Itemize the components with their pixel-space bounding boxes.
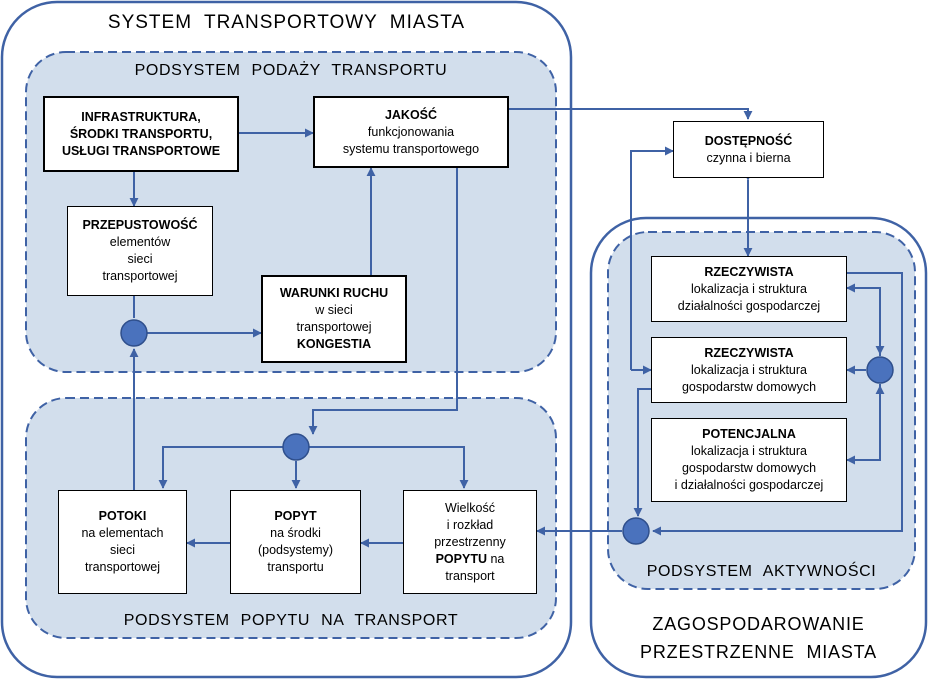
supply-junction-node [120, 319, 148, 347]
arrow-quality-accessibility [509, 108, 753, 120]
volume-line4: POPYTU na [436, 551, 505, 568]
congestion-label: KONGESTIA [296, 337, 372, 351]
demand-box: POPYT na środki (podsystemy) transportu [230, 490, 361, 594]
arrow-loop-accessibility [630, 146, 674, 370]
flows-line2: sieci [109, 543, 135, 557]
capacity-heading: PRZEPUSTOWOŚĆ [82, 218, 198, 232]
real-business-location-box: RZECZYWISTA lokalizacja i struktura dzia… [651, 256, 847, 322]
traffic-conditions-box: WARUNKI RUCHU w sieci transportowej KONG… [261, 275, 407, 363]
capacity-line3: transportowej [102, 269, 178, 283]
capacity-box: PRZEPUSTOWOŚĆ elementów sieci transporto… [67, 206, 213, 296]
arrow-households-activity-node [633, 388, 651, 517]
infrastructure-line3: USŁUGI TRANSPORTOWE [61, 143, 221, 158]
spatial-development-title: ZAGOSPODAROWANIE PRZESTRZENNE MIASTA [591, 610, 926, 666]
location-junction-node [866, 356, 894, 384]
demand-volume-box: Wielkość i rozkład przestrzenny POPYTU n… [403, 490, 537, 594]
capacity-line1: elementów [109, 235, 171, 249]
arrow-quality-demand-node [308, 168, 458, 435]
demand-subsystem-title: PODSYSTEM POPYTU NA TRANSPORT [123, 612, 459, 629]
quality-line1: funkcjonowania [367, 124, 455, 139]
traffic-heading: WARUNKI RUCHU [279, 286, 389, 300]
real-households-location-box: RZECZYWISTA lokalizacja i struktura gosp… [651, 337, 847, 403]
infrastructure-line1: INFRASTRUKTURA, [81, 109, 201, 124]
capacity-line2: sieci [127, 252, 153, 266]
quality-box: JAKOŚĆ funkcjonowania systemu transporto… [313, 96, 509, 168]
volume-line3: przestrzenny [434, 534, 506, 549]
traffic-line1: w sieci [315, 303, 353, 317]
arrow-node-flows [158, 446, 284, 489]
spatial-development-title-line1: ZAGOSPODAROWANIE [652, 614, 865, 634]
activity-junction-node [622, 517, 650, 545]
demand-line1: na środki [270, 526, 321, 540]
spatial-development-title-line2: PRZESTRZENNE MIASTA [640, 642, 877, 662]
flows-line3: transportowej [84, 560, 161, 574]
potential-heading: POTENCJALNA [702, 427, 796, 441]
flows-box: POTOKI na elementach sieci transportowej [58, 490, 187, 594]
volume-demand-bold: POPYTU [435, 551, 487, 566]
quality-heading: JAKOŚĆ [384, 107, 438, 122]
infrastructure-box: INFRASTRUKTURA, ŚRODKI TRANSPORTU, USŁUG… [43, 96, 239, 172]
arrow-business-activity-node [652, 272, 903, 536]
potential-line1: lokalizacja i struktura [690, 444, 807, 458]
real-households-line1: lokalizacja i struktura [690, 362, 807, 377]
accessibility-heading: DOSTĘPNOŚĆ [704, 133, 793, 148]
flows-heading: POTOKI [98, 509, 147, 523]
activity-subsystem-title: PODSYSTEM AKTYWNOŚCI [646, 563, 877, 580]
quality-line2: systemu transportowego [342, 141, 480, 156]
demand-junction-node [282, 433, 310, 461]
volume-line1: Wielkość [444, 500, 495, 515]
volume-line2: i rozkład [446, 517, 494, 532]
volume-line4-rest: na [487, 551, 505, 566]
potential-line2: gospodarstw domowych [681, 461, 817, 475]
volume-line5: transport [445, 568, 495, 583]
traffic-line2: transportowej [296, 320, 372, 334]
real-households-line2: gospodarstw domowych [681, 379, 817, 394]
supply-subsystem-title: PODSYSTEM PODAŻY TRANSPORTU [134, 62, 448, 79]
arrow-node-volume [308, 446, 469, 489]
real-business-line2: działalności gospodarczej [677, 298, 821, 313]
flows-line1: na elementach [81, 526, 164, 540]
real-households-heading: RZECZYWISTA [704, 345, 794, 360]
accessibility-box: DOSTĘPNOŚĆ czynna i bierna [673, 121, 824, 178]
real-business-heading: RZECZYWISTA [704, 264, 794, 279]
infrastructure-line2: ŚRODKI TRANSPORTU, [69, 126, 213, 141]
accessibility-line1: czynna i bierna [706, 150, 791, 165]
real-business-line1: lokalizacja i struktura [690, 281, 807, 296]
demand-line3: transportu [267, 560, 324, 574]
demand-line2: (podsystemy) [257, 543, 334, 557]
demand-heading: POPYT [274, 509, 317, 523]
potential-location-box: POTENCJALNA lokalizacja i struktura gosp… [651, 418, 847, 502]
city-system-title: SYSTEM TRANSPORTOWY MIASTA [107, 12, 466, 33]
potential-line3: i działalności gospodarczej [674, 478, 824, 492]
